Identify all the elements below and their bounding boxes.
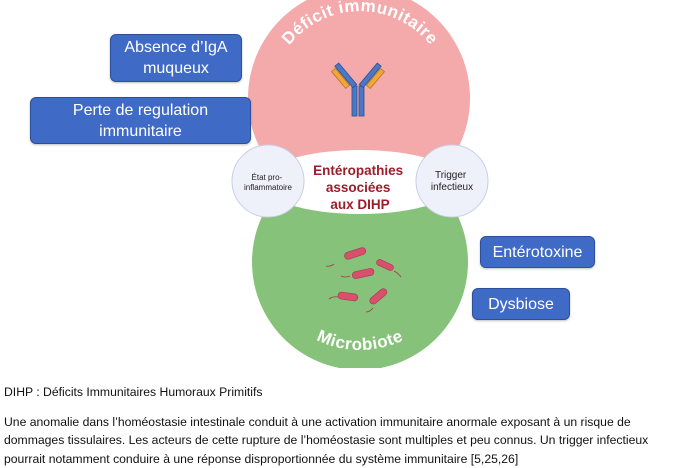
bacteria-icon — [337, 247, 394, 305]
enterotoxine-box: Entérotoxine — [480, 236, 595, 268]
center-lens — [260, 150, 460, 214]
antibody-icon — [331, 62, 385, 117]
abbreviation-caption: DIHP : Déficits Immunitaires Humoraux Pr… — [4, 385, 263, 399]
regulation-box-line-1: Perte de regulation — [72, 101, 209, 119]
right-small-circle-label: Trigger infectieux — [431, 170, 473, 193]
description-paragraph: Une anomalie dans l’homéostasie intestin… — [4, 415, 649, 466]
dysbiose-box: Dysbiose — [472, 288, 570, 320]
enterotoxine-box-label: Entérotoxine — [492, 243, 583, 261]
regulation-box: Perte de regulation immunitaire — [30, 97, 251, 144]
right-small-circle — [415, 144, 489, 218]
dysbiose-box-label: Dysbiose — [488, 295, 554, 313]
iga-box: Absence d’IgA muqueux — [110, 34, 242, 82]
center-label: Entéropathies associées aux DIHP — [313, 163, 407, 212]
left-small-circle-label: État pro- inflammatoire — [244, 173, 293, 192]
iga-box-line-1: Absence d’IgA — [124, 39, 228, 56]
regulation-box-line-2: immunitaire — [99, 122, 182, 140]
iga-box-line-2: muqueux — [143, 60, 209, 77]
left-small-circle — [231, 144, 305, 218]
venn-diagram: Déficit immunitaire Microbiote — [231, 0, 489, 368]
